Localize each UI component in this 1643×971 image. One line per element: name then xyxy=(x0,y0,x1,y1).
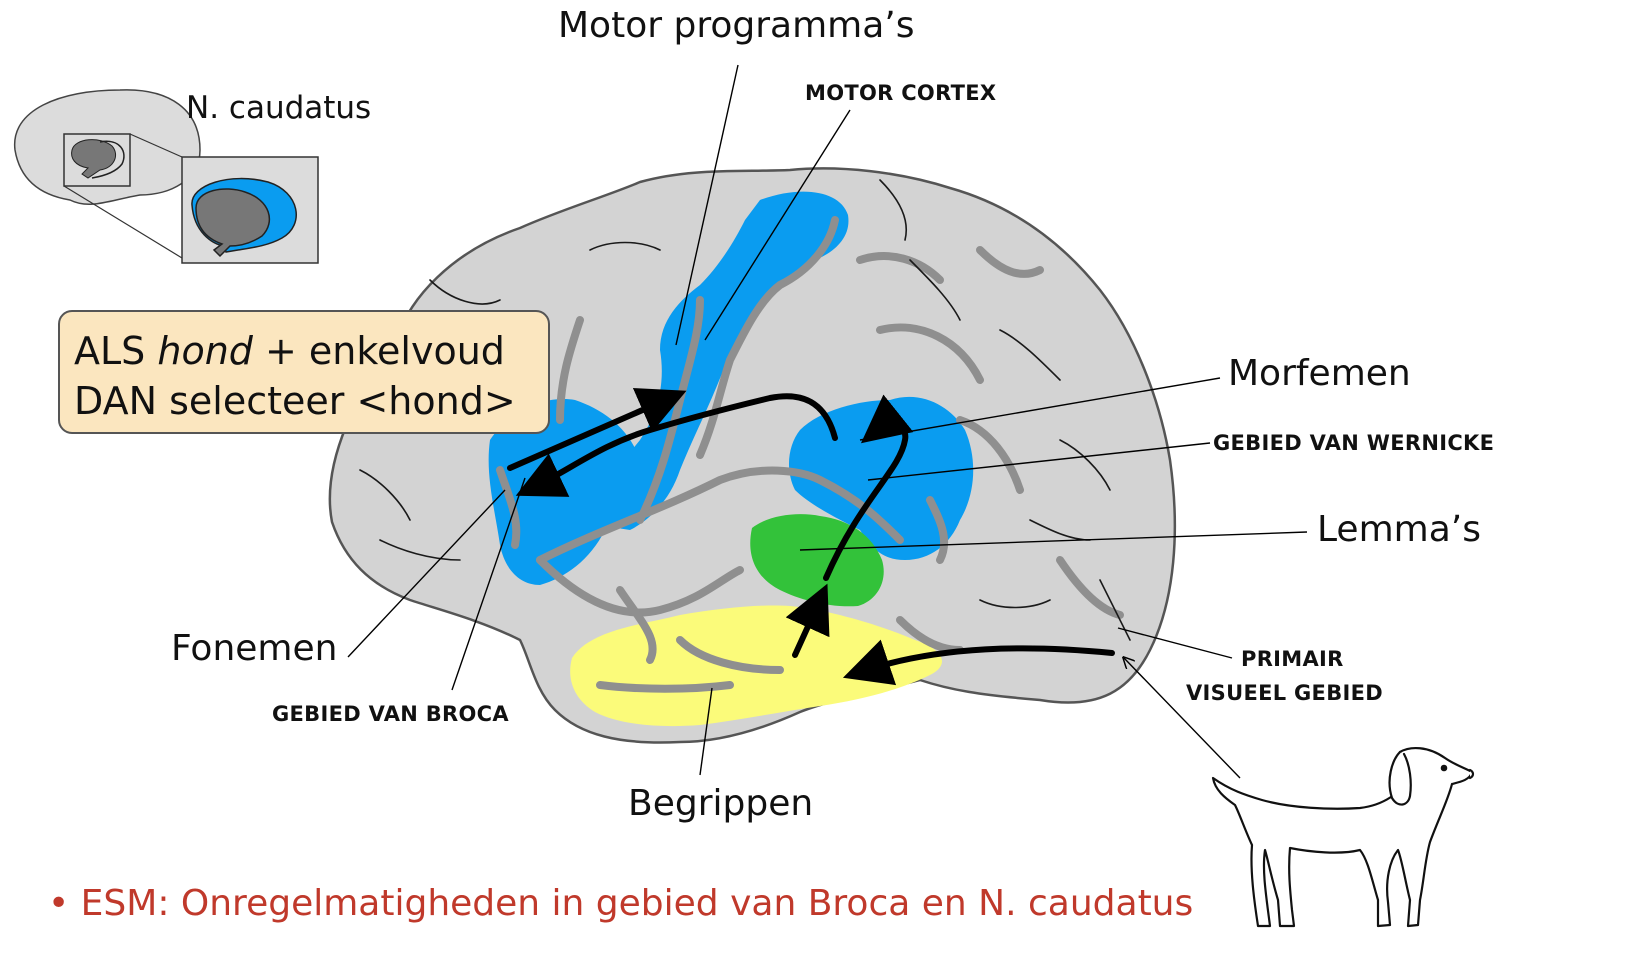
label-n-caudatus: N. caudatus xyxy=(186,90,371,126)
label-visueel-gebied: VISUEEL GEBIED xyxy=(1186,681,1383,705)
label-wernicke: GEBIED VAN WERNICKE xyxy=(1213,431,1494,455)
dog-illustration xyxy=(1213,748,1473,926)
label-motor-programs: Motor programma’s xyxy=(558,5,914,46)
rule-word-italic: hond xyxy=(157,329,253,373)
esm-bullet-text: • ESM: Onregelmatigheden in gebied van B… xyxy=(48,883,1193,924)
rule-line-1: ALS hond + enkelvoud xyxy=(74,326,548,376)
production-rule-box: ALS hond + enkelvoud DAN selecteer <hond… xyxy=(58,310,550,434)
label-begrippen: Begrippen xyxy=(628,783,813,824)
label-fonemen: Fonemen xyxy=(171,628,337,669)
label-broca: GEBIED VAN BROCA xyxy=(272,702,509,726)
label-motor-cortex: MOTOR CORTEX xyxy=(805,81,996,105)
label-primair: PRIMAIR xyxy=(1241,647,1344,671)
label-morfemen: Morfemen xyxy=(1228,353,1411,394)
rule-line-2: DAN selecteer <hond> xyxy=(74,376,548,426)
rule-condition: + enkelvoud xyxy=(253,329,505,373)
rule-if-keyword: ALS xyxy=(74,329,157,373)
label-lemmas: Lemma’s xyxy=(1317,509,1481,550)
